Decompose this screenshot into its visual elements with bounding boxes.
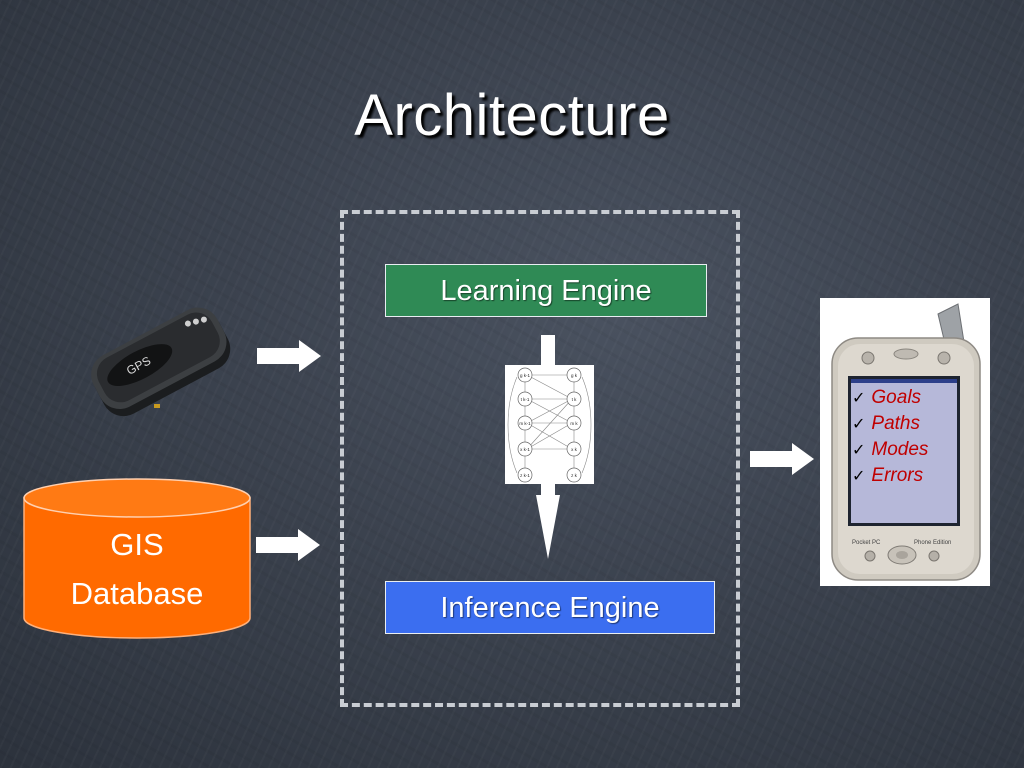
node-label: x k-1 <box>520 447 530 452</box>
phone-left-caption: Pocket PC <box>852 540 881 546</box>
output-goals: Goals <box>871 387 922 408</box>
checkmark-icon: ✓ <box>852 416 866 433</box>
list-item: ✓ Errors <box>852 463 928 489</box>
phone-output-list: ✓ Goals ✓ Paths ✓ Modes ✓ Errors <box>852 385 928 489</box>
learning-engine-box: Learning Engine <box>385 264 707 317</box>
output-errors: Errors <box>871 465 924 486</box>
gis-database-cylinder <box>23 478 251 639</box>
slide-title: Architecture <box>354 83 670 148</box>
list-item: ✓ Modes <box>852 437 928 463</box>
gis-label-line1: GIS <box>110 527 164 562</box>
gis-label-line2: Database <box>70 576 204 611</box>
gps-to-engine-arrow-icon <box>257 340 321 372</box>
pocket-pc-phone: Pocket PC Phone Edition <box>820 298 990 586</box>
node-label: t k <box>572 397 578 402</box>
node-label: z k-1 <box>520 473 530 478</box>
node-label: g k-1 <box>520 373 531 378</box>
node-label: g k <box>571 373 578 378</box>
list-item: ✓ Goals <box>852 385 928 411</box>
gps-device-icon: GPS <box>91 307 231 417</box>
node-label: z k <box>571 473 578 478</box>
list-item: ✓ Paths <box>852 411 928 437</box>
node-label: m k <box>570 421 578 426</box>
node-label: m k-1 <box>519 421 531 426</box>
phone-right-caption: Phone Edition <box>914 540 951 546</box>
output-modes: Modes <box>871 439 929 460</box>
phone-icon: Pocket PC Phone Edition <box>831 303 981 581</box>
inference-engine-box: Inference Engine <box>385 581 715 634</box>
node-label: x k <box>571 447 578 452</box>
output-paths: Paths <box>871 413 920 434</box>
checkmark-icon: ✓ <box>852 468 866 485</box>
bayesian-network-diagram: g k-1 t k-1 m k-1 x k-1 z k-1 g k t k m … <box>505 365 594 484</box>
gis-to-engine-arrow-icon <box>256 529 320 561</box>
checkmark-icon: ✓ <box>852 442 866 459</box>
bayes-net-graph: g k-1 t k-1 m k-1 x k-1 z k-1 g k t k m … <box>507 367 592 483</box>
node-label: t k-1 <box>521 397 530 402</box>
engine-to-phone-arrow-icon <box>750 443 814 475</box>
system-boundary <box>340 210 740 707</box>
checkmark-icon: ✓ <box>852 390 866 407</box>
